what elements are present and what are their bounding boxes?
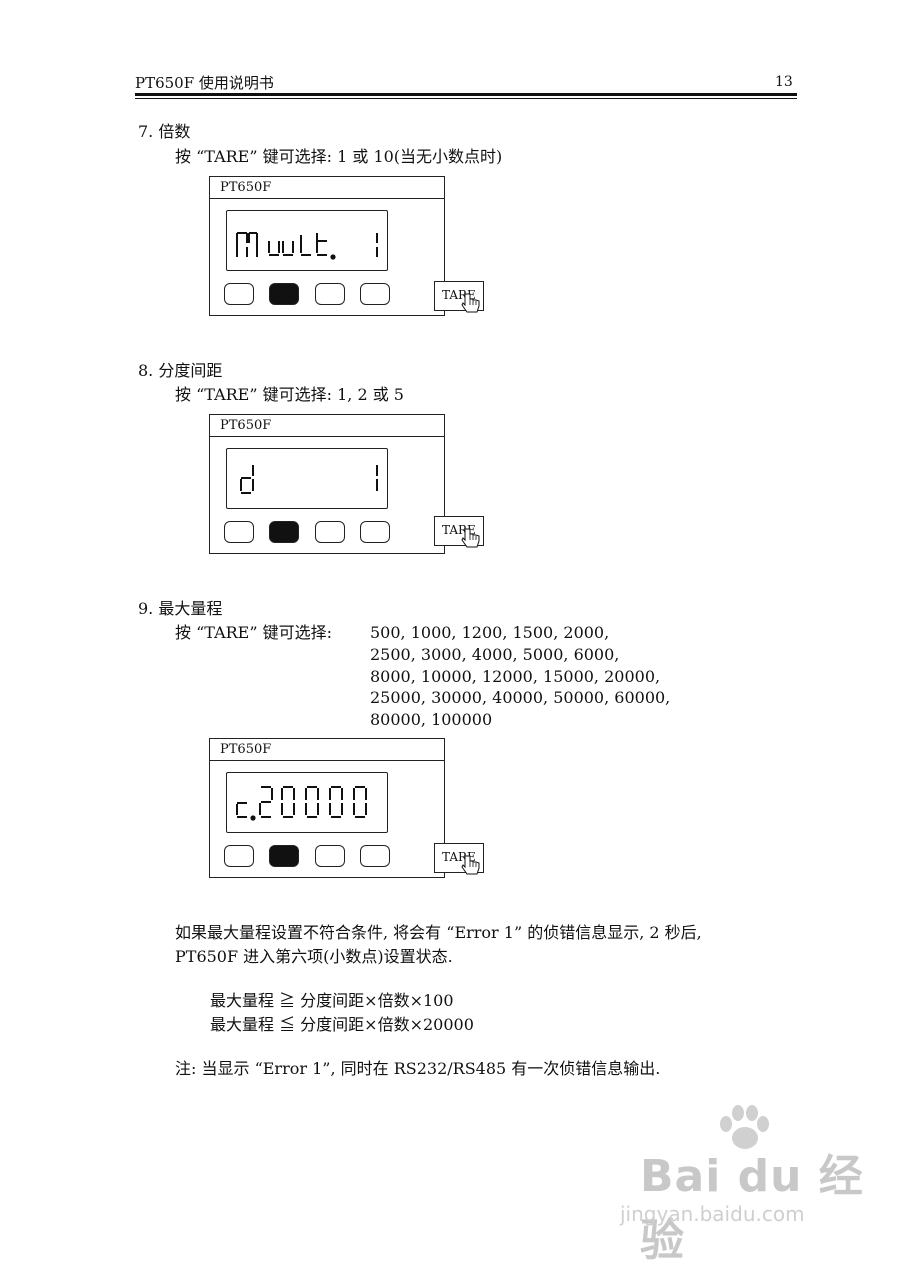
- lcd-display: [226, 210, 388, 271]
- panel-button-4[interactable]: [360, 283, 390, 305]
- tare-key[interactable]: TARE: [434, 516, 484, 548]
- panel-button-2[interactable]: [269, 845, 299, 867]
- option-line-4: 25000, 30000, 40000, 50000, 60000,: [370, 688, 671, 707]
- lcd-display: [226, 772, 388, 833]
- device-panel-multiplier: PT650F: [209, 176, 445, 316]
- tare-key[interactable]: TARE: [434, 843, 484, 875]
- option-line-3: 8000, 10000, 12000, 15000, 20000,: [370, 667, 661, 686]
- lcd-display: [226, 448, 388, 509]
- panel-button-3[interactable]: [315, 845, 345, 867]
- header-title: PT650F 使用说明书: [135, 74, 274, 92]
- hand-pointer-icon: [461, 855, 480, 875]
- segment-readout: [236, 786, 367, 821]
- segment-readout: [240, 465, 378, 494]
- panel-button-3[interactable]: [315, 283, 345, 305]
- condition-max: 最大量程 ≦ 分度间距×倍数×20000: [210, 1015, 474, 1034]
- notes-para-line-2: PT650F 进入第六项(小数点)设置状态.: [175, 947, 453, 966]
- notes-para-line-1: 如果最大量程设置不符合条件, 将会有 “Error 1” 的侦错信息显示, 2 …: [175, 923, 702, 942]
- panel-button-3[interactable]: [315, 521, 345, 543]
- header-rule: [135, 93, 797, 96]
- option-line-5: 80000, 100000: [370, 710, 493, 729]
- device-title: PT650F: [210, 415, 444, 437]
- section-8-heading: 8. 分度间距: [138, 361, 223, 380]
- device-title: PT650F: [210, 739, 444, 761]
- header-rule-thin: [135, 98, 797, 99]
- page-number: 13: [775, 74, 793, 90]
- section-9-heading: 9. 最大量程: [138, 599, 223, 618]
- panel-button-4[interactable]: [360, 521, 390, 543]
- segment-readout: [236, 232, 378, 260]
- section-7-instruction: 按 “TARE” 键可选择: 1 或 10(当无小数点时): [175, 147, 503, 166]
- device-panel-division: PT650F: [209, 414, 445, 554]
- panel-button-2[interactable]: [269, 283, 299, 305]
- baidu-watermark-logo: Bai du 经验: [640, 1140, 905, 1268]
- section-9-instruction: 按 “TARE” 键可选择:: [175, 623, 333, 642]
- panel-button-2[interactable]: [269, 521, 299, 543]
- section-8-instruction: 按 “TARE” 键可选择: 1, 2 或 5: [175, 385, 404, 404]
- panel-button-1[interactable]: [224, 283, 254, 305]
- panel-button-1[interactable]: [224, 845, 254, 867]
- hand-pointer-icon: [461, 528, 480, 548]
- panel-button-4[interactable]: [360, 845, 390, 867]
- paw-icon: [720, 1105, 769, 1149]
- section-7-heading: 7. 倍数: [138, 122, 191, 141]
- watermark-url: jingyan.baidu.com: [620, 1202, 805, 1226]
- condition-min: 最大量程 ≧ 分度间距×倍数×100: [210, 991, 454, 1010]
- tare-key[interactable]: TARE: [434, 281, 484, 313]
- device-panel-capacity: PT650F: [209, 738, 445, 878]
- hand-pointer-icon: [461, 293, 480, 313]
- footnote: 注: 当显示 “Error 1”, 同时在 RS232/RS485 有一次侦错信…: [175, 1059, 661, 1078]
- option-line-2: 2500, 3000, 4000, 5000, 6000,: [370, 645, 620, 664]
- device-title: PT650F: [210, 177, 444, 199]
- option-line-1: 500, 1000, 1200, 1500, 2000,: [370, 623, 610, 642]
- watermark-brand: Bai du 经验: [640, 1151, 864, 1266]
- panel-button-1[interactable]: [224, 521, 254, 543]
